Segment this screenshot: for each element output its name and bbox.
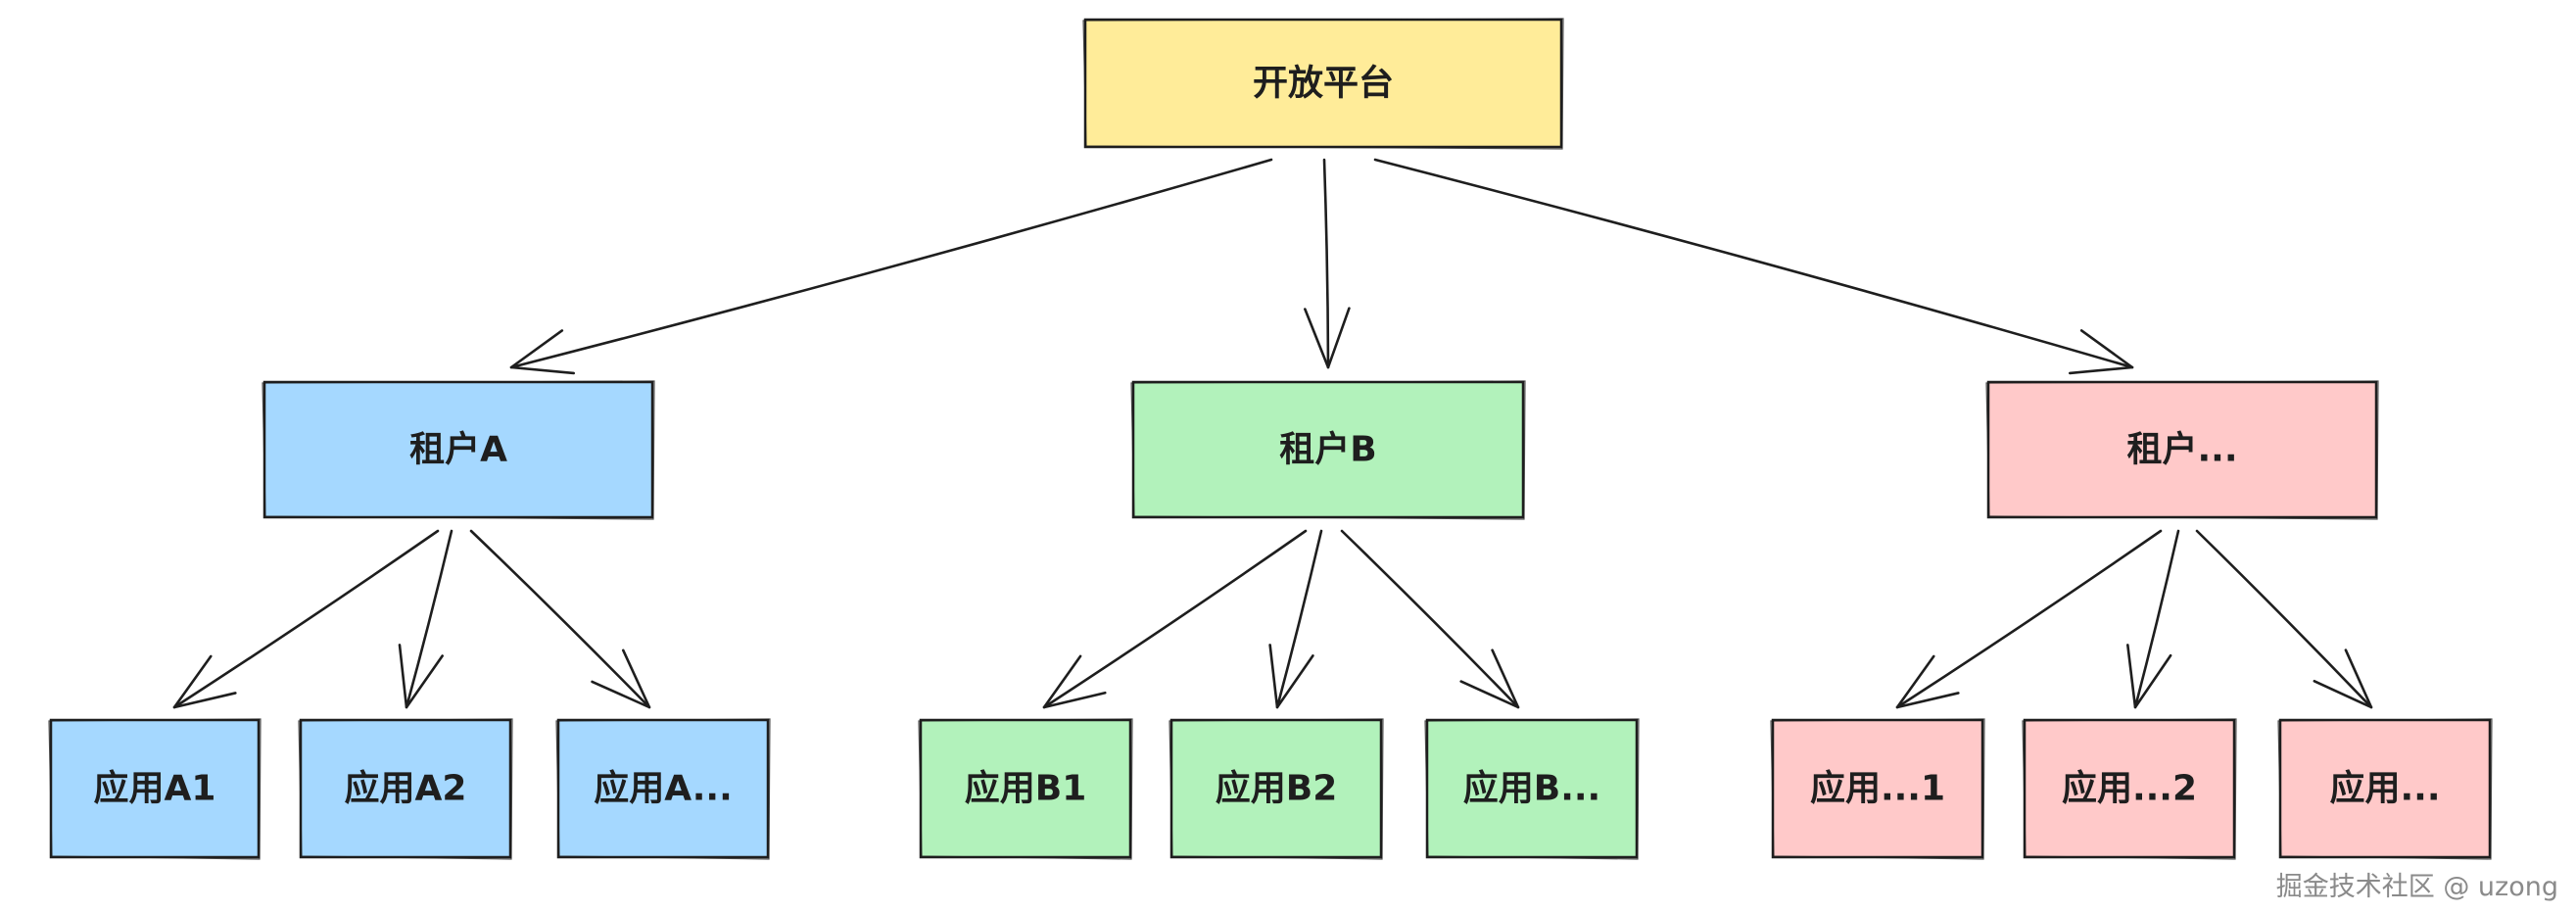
edge-line — [1340, 529, 1520, 709]
edge-tenant_c-to-app_c3 — [2195, 529, 2373, 709]
node-box-sketch-outline — [1424, 718, 1640, 860]
node-box — [1169, 718, 1383, 859]
node-app-b3: 应用B... — [1424, 718, 1640, 860]
edge-tenant_a-to-app_a3 — [469, 529, 651, 709]
node-box-sketch-outline — [1130, 380, 1526, 520]
node-label: 应用B... — [1463, 769, 1600, 809]
edge-tenant_b-to-app_b1 — [1042, 529, 1308, 709]
edge-line — [1895, 529, 2163, 709]
node-box-sketch-outline — [1082, 18, 1564, 150]
edge-line — [1322, 158, 1330, 369]
edge-line — [1275, 529, 1323, 709]
edge-line — [2195, 529, 2373, 709]
node-label: 应用A2 — [345, 769, 467, 809]
edge-line — [405, 529, 453, 709]
node-box — [299, 718, 512, 859]
node-box — [2023, 718, 2236, 859]
edge-root-to-tenant_a — [509, 158, 1273, 375]
node-app-a1: 应用A1 — [48, 718, 262, 860]
watermark: 掘金技术社区 @ uzong — [2275, 872, 2558, 902]
edge-tenant_a-to-app_a1 — [172, 529, 440, 709]
node-box-sketch-outline — [555, 718, 771, 860]
node-label: 应用A1 — [94, 769, 216, 809]
arrowhead-icon — [509, 329, 576, 375]
arrowhead-icon — [1268, 644, 1314, 709]
arrowhead-icon — [1895, 654, 1960, 709]
node-box-sketch-outline — [1169, 718, 1384, 860]
arrowhead-icon — [2126, 644, 2172, 709]
node-app-c3: 应用... — [2277, 718, 2493, 860]
arrowhead-icon — [398, 644, 444, 709]
edges-layer — [172, 158, 2373, 709]
node-box-sketch-outline — [1985, 380, 2379, 520]
node-label: 应用A... — [594, 769, 733, 809]
node-app-c2: 应用...2 — [2022, 718, 2237, 860]
node-tenant-b: 租户B — [1130, 380, 1526, 520]
edge-line — [172, 529, 440, 709]
arrowhead-icon — [2313, 649, 2373, 709]
edge-line — [469, 529, 651, 709]
edge-tenant_c-to-app_c2 — [2126, 529, 2180, 709]
node-label: 租户A — [409, 430, 507, 470]
edge-tenant_c-to-app_c1 — [1895, 529, 2163, 709]
node-box — [1083, 18, 1563, 149]
node-label: 应用...2 — [2062, 769, 2197, 809]
node-label: 租户... — [2126, 430, 2237, 470]
arrowhead-icon — [2068, 329, 2134, 375]
node-label: 应用... — [2329, 769, 2440, 809]
node-root: 开放平台 — [1082, 18, 1564, 150]
edge-line — [1373, 158, 2134, 369]
node-box-sketch-outline — [1770, 718, 1985, 860]
node-box — [49, 718, 261, 859]
edge-line — [509, 158, 1273, 369]
node-label: 应用B1 — [965, 769, 1087, 809]
arrowhead-icon — [172, 654, 237, 709]
edge-tenant_b-to-app_b2 — [1268, 529, 1323, 709]
node-app-a3: 应用A... — [555, 718, 771, 860]
node-label: 开放平台 — [1253, 64, 1394, 104]
node-box — [1425, 718, 1639, 859]
arrowhead-icon — [591, 649, 651, 709]
node-box-sketch-outline — [2277, 718, 2493, 860]
node-tenant-a: 租户A — [262, 380, 655, 520]
node-label: 应用B2 — [1216, 769, 1338, 809]
node-box — [1986, 380, 2378, 519]
node-app-b1: 应用B1 — [918, 718, 1133, 860]
edge-root-to-tenant_c — [1373, 158, 2134, 375]
edge-line — [2133, 529, 2180, 709]
node-box-sketch-outline — [48, 718, 262, 860]
edge-line — [1042, 529, 1308, 709]
node-app-b2: 应用B2 — [1169, 718, 1384, 860]
arrowhead-icon — [1459, 649, 1520, 709]
node-box — [1771, 718, 1984, 859]
node-label: 应用...1 — [1810, 769, 1945, 809]
node-app-c1: 应用...1 — [1770, 718, 1985, 860]
node-app-a2: 应用A2 — [298, 718, 513, 860]
node-box — [919, 718, 1132, 859]
arrowhead-icon — [1304, 307, 1351, 369]
arrowhead-icon — [1042, 654, 1107, 709]
node-box-sketch-outline — [918, 718, 1133, 860]
node-label: 租户B — [1279, 430, 1376, 470]
node-tenant-c: 租户... — [1985, 380, 2379, 520]
edge-tenant_a-to-app_a2 — [398, 529, 453, 709]
node-box-sketch-outline — [298, 718, 513, 860]
edge-tenant_b-to-app_b3 — [1340, 529, 1520, 709]
node-box-sketch-outline — [262, 380, 655, 520]
edge-root-to-tenant_b — [1304, 158, 1351, 369]
node-box-sketch-outline — [2022, 718, 2237, 860]
